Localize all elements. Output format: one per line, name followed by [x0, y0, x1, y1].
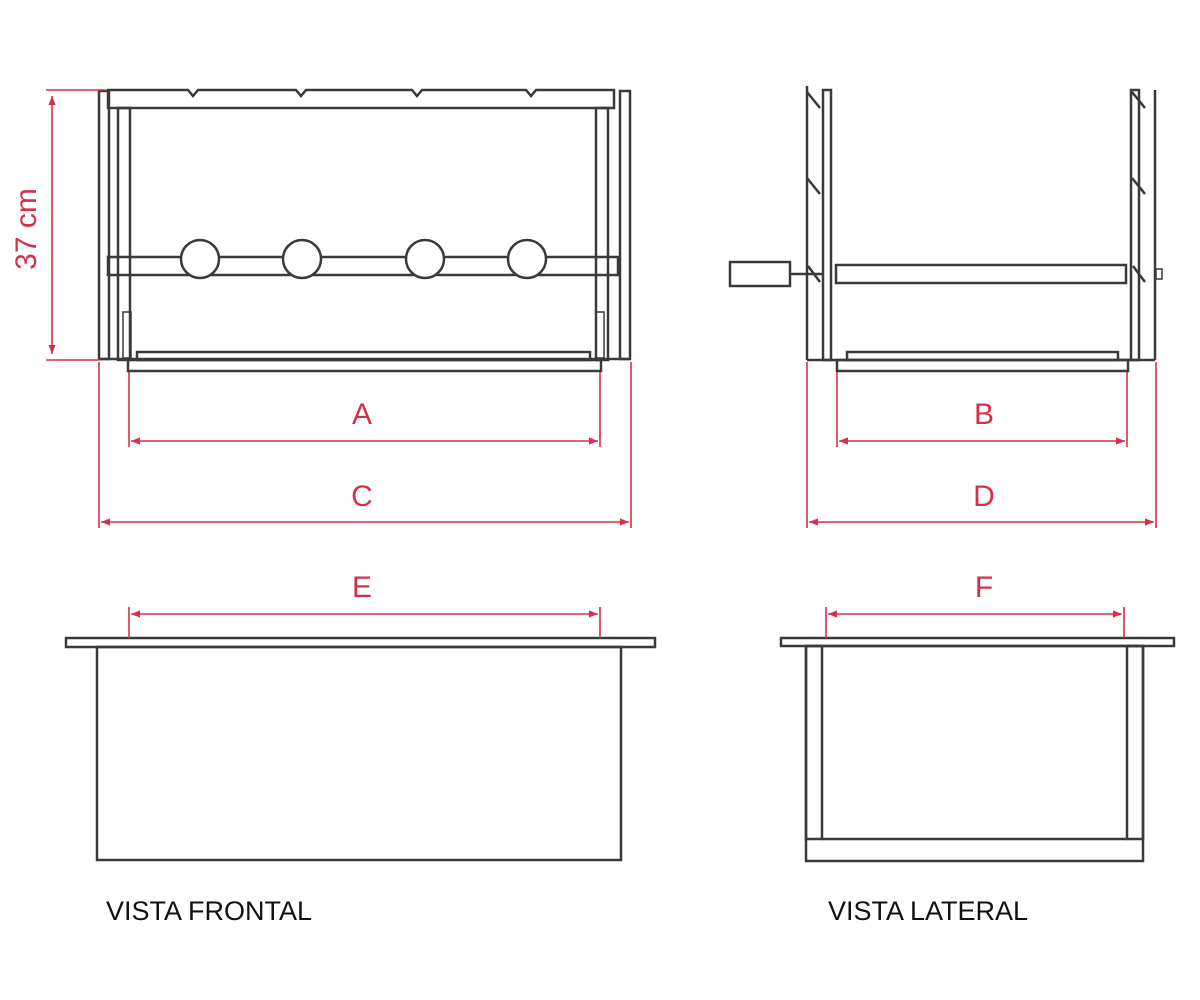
dimension-label-a: A [352, 398, 372, 431]
dimension-label-d: D [973, 480, 995, 513]
dimension-lines [46, 89, 1157, 638]
caption-front-view: VISTA FRONTAL [106, 896, 313, 926]
dimension-label-b: B [974, 398, 994, 431]
caption-side-view: VISTA LATERAL [828, 896, 1029, 926]
skewer-holder [404, 238, 446, 280]
dimension-label-height: 37 cm [10, 188, 43, 270]
front-view-grill [97, 88, 632, 373]
dimension-label-c: C [351, 480, 373, 513]
front-view-housing [64, 636, 657, 862]
skewer-holder [281, 238, 323, 280]
skewer-holder [179, 238, 221, 280]
side-view-grill [728, 86, 1163, 373]
dimension-label-f: F [975, 571, 993, 604]
side-view-housing [779, 636, 1176, 863]
skewer-holder [506, 238, 548, 280]
dimension-label-e: E [352, 571, 372, 604]
